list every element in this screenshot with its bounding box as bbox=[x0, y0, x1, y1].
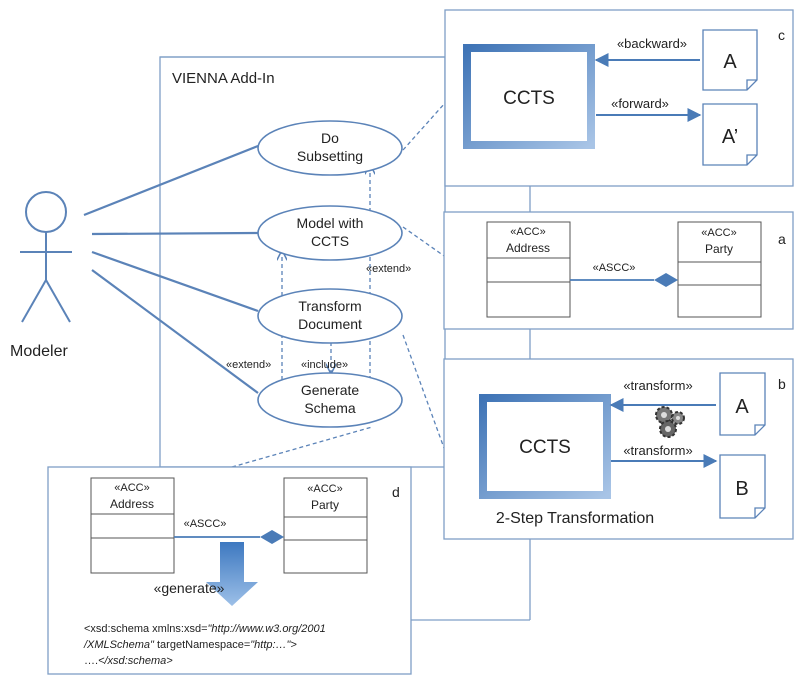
class-address-d[interactable]: «ACC» Address bbox=[90, 477, 175, 574]
generate-label: «generate» bbox=[154, 580, 225, 596]
doc-a-b-label: A bbox=[735, 396, 749, 418]
use-case-generate-schema[interactable]: Generate Schema bbox=[257, 372, 403, 428]
doc-a-prime-c[interactable] bbox=[702, 103, 758, 166]
gears-icon bbox=[655, 406, 685, 438]
panel-a: a «ACC» Address «ACC» Party «ASCC» bbox=[443, 211, 794, 330]
panel-c-letter: c bbox=[778, 27, 785, 43]
class-address-d-stereo: «ACC» bbox=[114, 482, 149, 494]
use-case-model-with-ccts[interactable]: Model with CCTS bbox=[257, 205, 403, 261]
uc-model-with-ccts-line1: Model with bbox=[297, 215, 364, 231]
panel-b: b CCTS A B «transform» «transform» 2-Ste… bbox=[443, 358, 794, 540]
actor-associations bbox=[83, 144, 259, 394]
use-case-do-subsetting[interactable]: Do Subsetting bbox=[257, 120, 403, 176]
actor-leg-left bbox=[21, 279, 47, 323]
actor-modeler[interactable]: Modeler bbox=[10, 191, 72, 360]
panel-a-letter: a bbox=[778, 231, 786, 247]
extend-label-left: «extend» bbox=[226, 359, 271, 371]
xsd-code-line2: /XMLSchema" targetNamespace="http:…"> bbox=[83, 639, 297, 651]
generate-arrow bbox=[206, 542, 258, 606]
ccts-label-c: CCTS bbox=[503, 88, 555, 109]
panel-d: d «ACC» Address «ACC» Party «ASCC» «gene… bbox=[47, 466, 412, 675]
panel-links bbox=[231, 102, 448, 468]
backward-label: «backward» bbox=[617, 36, 687, 51]
uc-generate-schema-line2: Schema bbox=[304, 400, 356, 416]
transform-label-1: «transform» bbox=[623, 378, 692, 393]
include-label: «include» bbox=[301, 359, 348, 371]
panel-d-letter: d bbox=[392, 484, 400, 500]
class-party-a-name: Party bbox=[705, 242, 733, 256]
actor-leg-right bbox=[45, 279, 71, 323]
doc-a-prime-c-label: A’ bbox=[722, 126, 738, 148]
xsd-code-line1: <xsd:schema xmlns:xsd="http://www.w3.org… bbox=[84, 623, 326, 635]
use-case-transform-document[interactable]: Transform Document bbox=[257, 288, 403, 344]
panel-c: c CCTS A A’ «backward» «forward» bbox=[444, 9, 794, 187]
doc-a-c-label: A bbox=[723, 51, 737, 73]
extend-label-right: «extend» bbox=[366, 263, 411, 275]
ccts-label-b: CCTS bbox=[519, 437, 571, 458]
assoc-label-d: «ASCC» bbox=[184, 518, 227, 530]
class-party-d[interactable]: «ACC» Party bbox=[283, 477, 368, 574]
aggregation-diamond-d bbox=[260, 530, 284, 544]
doc-a-b[interactable] bbox=[719, 372, 766, 436]
panel-b-letter: b bbox=[778, 376, 786, 392]
forward-label: «forward» bbox=[611, 96, 669, 111]
actor-head bbox=[25, 191, 67, 233]
addin-title: VIENNA Add-In bbox=[172, 70, 275, 87]
class-party-a[interactable]: «ACC» Party bbox=[677, 221, 762, 318]
class-party-d-stereo: «ACC» bbox=[307, 483, 342, 495]
uc-transform-document-line2: Document bbox=[298, 316, 362, 332]
class-address-a[interactable]: «ACC» Address bbox=[486, 221, 571, 318]
usecase-relations: «extend» «include» «extend» bbox=[226, 165, 411, 380]
uc-do-subsetting-line2: Subsetting bbox=[297, 148, 363, 164]
uc-generate-schema-line1: Generate bbox=[301, 382, 360, 398]
doc-b-b-label: B bbox=[735, 478, 748, 500]
class-address-a-name: Address bbox=[506, 241, 550, 255]
xsd-code-line3: ….</xsd:schema> bbox=[84, 655, 173, 667]
doc-a-c[interactable] bbox=[702, 29, 758, 91]
doc-b-b[interactable] bbox=[719, 454, 766, 519]
class-address-a-stereo: «ACC» bbox=[510, 226, 545, 238]
transform-label-2: «transform» bbox=[623, 443, 692, 458]
uc-transform-document-line1: Transform bbox=[298, 298, 361, 314]
class-address-d-name: Address bbox=[110, 497, 154, 511]
class-party-d-name: Party bbox=[311, 498, 339, 512]
two-step-caption: 2-Step Transformation bbox=[496, 510, 654, 527]
actor-label: Modeler bbox=[10, 343, 68, 360]
aggregation-diamond-a bbox=[654, 273, 678, 287]
ccts-box-c[interactable] bbox=[463, 44, 595, 149]
uc-do-subsetting-line1: Do bbox=[321, 130, 339, 146]
class-party-a-stereo: «ACC» bbox=[701, 227, 736, 239]
ccts-box-b[interactable] bbox=[479, 394, 611, 499]
assoc-label-a: «ASCC» bbox=[593, 262, 636, 274]
uc-model-with-ccts-line2: CCTS bbox=[311, 233, 349, 249]
